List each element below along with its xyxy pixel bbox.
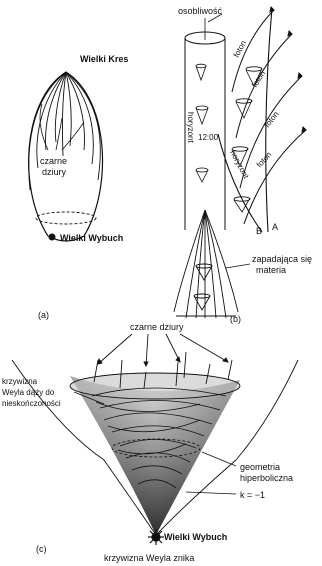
spatial-slice-ellipse bbox=[36, 212, 96, 224]
panel-c-caption: (c) bbox=[36, 544, 47, 554]
singularity-label: osobliwość bbox=[178, 6, 223, 16]
curvature-k-label: k = −1 bbox=[240, 490, 265, 500]
big-bang-point-a bbox=[49, 234, 56, 241]
collapsing-matter-label-line1: zapadająca się bbox=[252, 254, 312, 264]
panel-c: czarne dziury krzywizna Weyla dąży do ni… bbox=[2, 322, 298, 563]
weyl-infinity-label-line2: Weyla dąży do bbox=[2, 388, 55, 397]
black-holes-label-line1: czarne bbox=[40, 156, 67, 166]
photon-label-2: foton bbox=[250, 69, 267, 89]
big-bang-label-a: Wielki Wybuch bbox=[60, 233, 123, 243]
collapsing-matter-cone bbox=[174, 210, 238, 318]
weyl-infinity-label-line3: nieskończoności bbox=[2, 399, 61, 408]
weyl-vanishes-label: krzywizna Weyla znika bbox=[104, 553, 194, 563]
panel-a: Wielki Kres czarne dziury Wielki Wybuch … bbox=[29, 54, 129, 320]
photon-label-4: foton bbox=[255, 150, 274, 169]
black-holes-pointers-c bbox=[98, 334, 228, 366]
black-holes-label-line2: dziury bbox=[42, 167, 67, 177]
panel-a-caption: (a) bbox=[38, 310, 49, 320]
point-b-label: B bbox=[256, 226, 262, 236]
big-bang-starburst bbox=[148, 529, 164, 545]
weyl-infinity-label-line1: krzywizna bbox=[2, 377, 38, 386]
black-holes-label-c: czarne dziury bbox=[130, 322, 184, 332]
big-crunch-label: Wielki Kres bbox=[80, 54, 128, 64]
collapsing-matter-label-line2: materia bbox=[256, 265, 286, 275]
hyperbolic-label-line2: hiperboliczna bbox=[240, 473, 293, 483]
photon-label-1: foton bbox=[232, 39, 248, 59]
time-mark-label: 12:00 bbox=[198, 133, 219, 142]
point-a-label: A bbox=[272, 222, 278, 232]
panel-b-caption: (b) bbox=[230, 314, 241, 324]
panel-b: osobliwość foton foton foton foton horyz… bbox=[174, 6, 312, 324]
hyperbolic-label-line1: geometria bbox=[240, 462, 280, 472]
horizon-label-1: horyzont bbox=[186, 112, 195, 143]
big-bang-label-c: Wielki Wybuch bbox=[164, 532, 227, 542]
collapsing-pointer bbox=[226, 264, 250, 268]
photon-label-3: foton bbox=[262, 110, 280, 130]
